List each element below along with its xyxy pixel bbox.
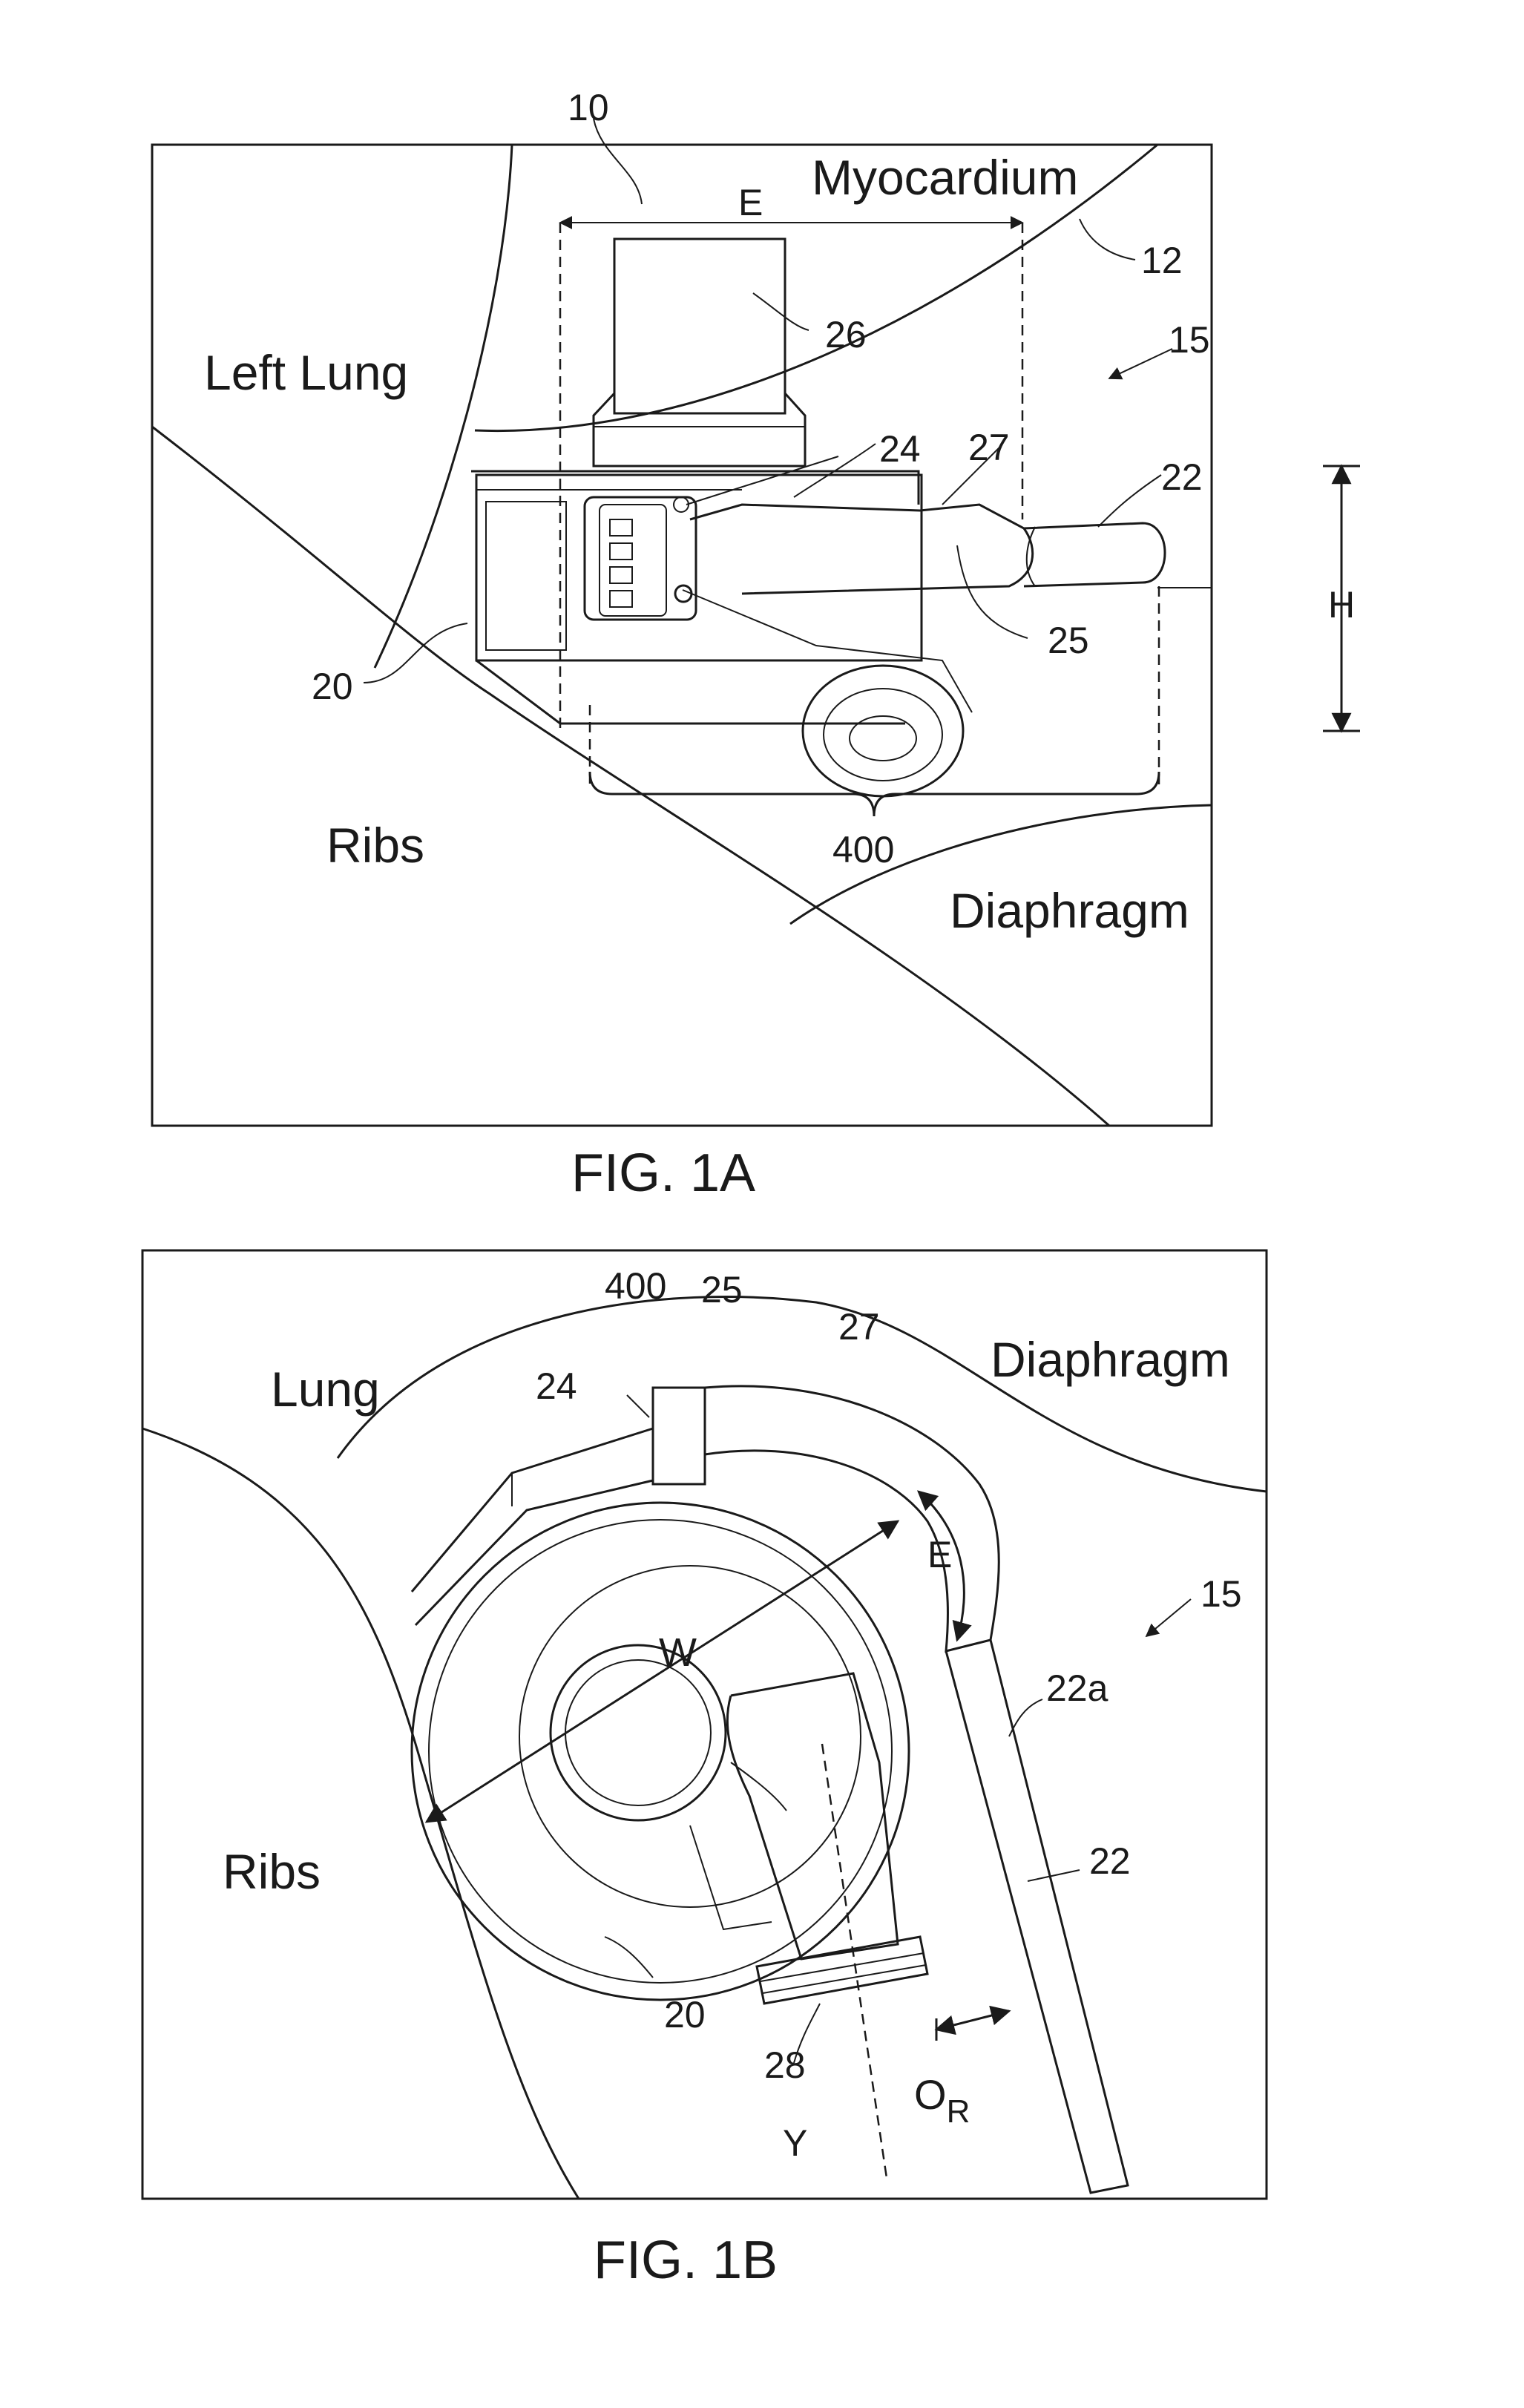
ref-20-1b: 20 [664,1994,706,2035]
ref-25-1b: 25 [701,1269,743,1310]
axis-y-label: Y [783,2122,807,2164]
ref-12: 12 [1141,240,1183,281]
ref-27: 27 [968,427,1010,468]
label-diaphragm-1b: Diaphragm [991,1332,1230,1387]
caption-fig-1a: FIG. 1A [571,1144,755,1203]
ribs-outline [152,427,1109,1126]
inflow-cannula [614,239,785,413]
label-ribs-1b: Ribs [223,1844,321,1899]
outflow-graft-22 [946,1640,1128,2193]
outflow-connector-400 [653,1388,705,1484]
ref-10: 10 [568,87,609,128]
ribs-outline-1b [142,1428,579,2199]
ref-15: 15 [1169,319,1210,361]
caption-fig-1b: FIG. 1B [594,2231,778,2290]
ref-15-1b: 15 [1201,1573,1242,1615]
label-left-lung: Left Lung [204,345,408,400]
ref-400-1b: 400 [605,1265,666,1307]
outflow-graft [1024,523,1165,586]
ref-400: 400 [832,829,894,870]
ref-24-1b: 24 [536,1365,577,1407]
label-lung: Lung [271,1362,380,1417]
dimension-h-label: H [1328,584,1355,626]
dimension-e-label-1b: E [927,1534,952,1575]
ref-20: 20 [312,666,353,707]
outflow-nut-28 [757,1937,927,2004]
label-ribs: Ribs [326,818,424,873]
ref-25: 25 [1048,620,1089,661]
ref-22: 22 [1161,456,1203,498]
diaphragm-outline-1b [338,1297,1267,1492]
dimension-e-label: E [738,182,763,223]
ref-24: 24 [879,428,921,470]
pump-volute [803,666,963,796]
ref-26: 26 [825,314,867,355]
dimension-or-label: OR [914,2071,970,2130]
outflow-graft-connector [690,505,1033,594]
ref-27-1b: 27 [838,1306,880,1348]
label-diaphragm: Diaphragm [950,883,1189,938]
dimension-w-label: W [659,1630,697,1675]
figure-1a: Myocardium Left Lung Ribs Diaphragm 10 E… [152,87,1360,1203]
pump-housing-outer [412,1503,909,2000]
ref-22-1b: 22 [1089,1840,1131,1882]
figure-1b: Lung Diaphragm Ribs 400 25 27 24 E 15 W … [142,1250,1267,2290]
ref-22a: 22a [1046,1667,1108,1709]
inflow-port [551,1645,726,1820]
label-myocardium: Myocardium [812,150,1078,205]
pump-housing [476,475,922,660]
ref-28: 28 [764,2044,806,2086]
myocardium-outline [375,145,512,668]
